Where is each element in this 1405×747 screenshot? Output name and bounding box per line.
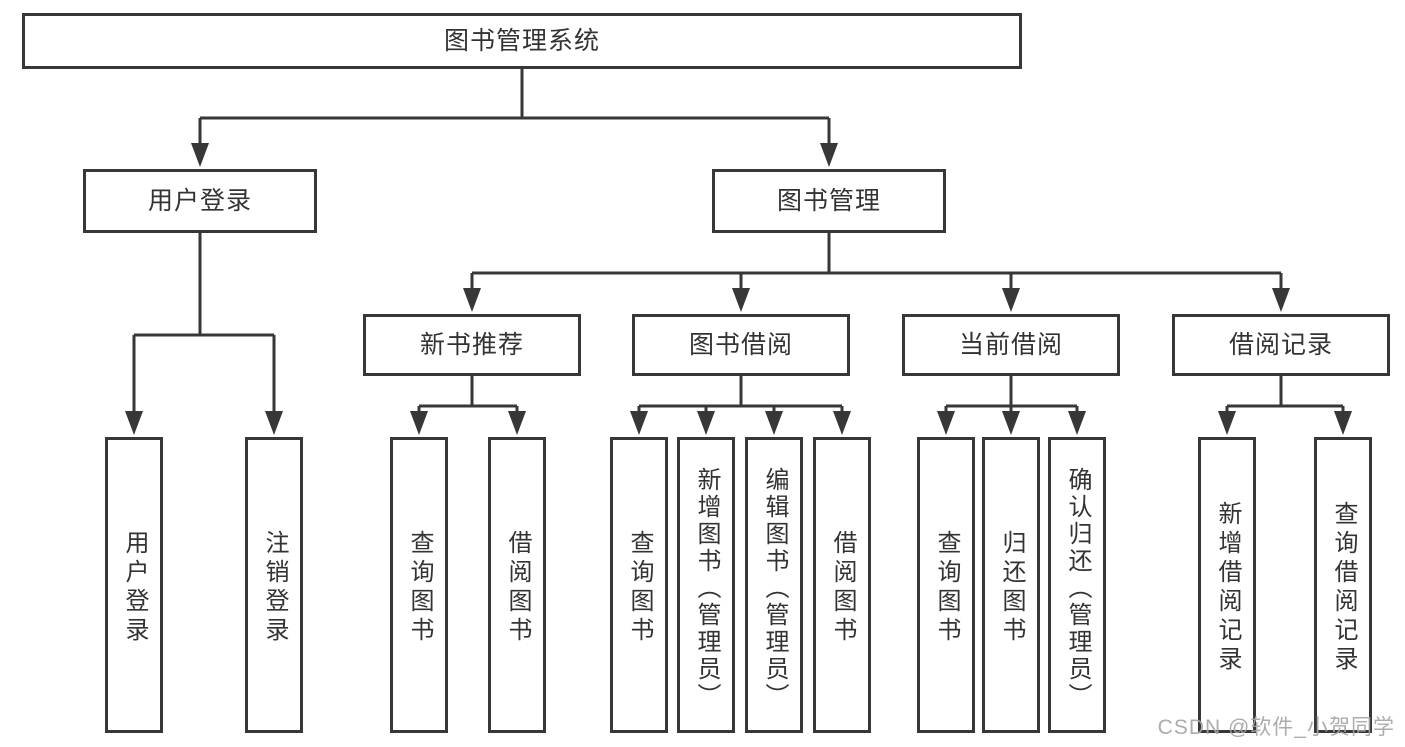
node-new-book-recommend: 新书推荐 [363, 314, 581, 376]
leaf-edit-book-admin: 编辑图书（管理员） [745, 437, 803, 733]
leaf-logout: 注销登录 [245, 437, 303, 733]
csdn-watermark: CSDN @软件_小贺同学 [1157, 716, 1395, 739]
node-book-management: 图书管理 [712, 169, 946, 233]
leaf-recommend-query-book: 查询图书 [390, 437, 448, 733]
node-borrow-record: 借阅记录 [1172, 314, 1390, 376]
node-book-borrow: 图书借阅 [632, 314, 850, 376]
leaf-borrow-query-book: 查询图书 [610, 437, 668, 733]
leaf-add-borrow-record: 新增借阅记录 [1198, 437, 1256, 733]
node-user-login: 用户登录 [83, 169, 317, 233]
node-current-borrow: 当前借阅 [902, 314, 1120, 376]
leaf-borrow-book: 借阅图书 [813, 437, 871, 733]
leaf-recommend-borrow-book: 借阅图书 [488, 437, 546, 733]
leaf-current-query-book: 查询图书 [917, 437, 975, 733]
arrowheads [125, 143, 1352, 435]
leaf-confirm-return-admin: 确认归还（管理员） [1048, 437, 1106, 733]
leaf-add-book-admin: 新增图书（管理员） [677, 437, 735, 733]
leaf-user-login: 用户登录 [105, 437, 163, 733]
leaf-return-book: 归还图书 [982, 437, 1040, 733]
node-root-library-system: 图书管理系统 [22, 13, 1022, 69]
leaf-query-borrow-record: 查询借阅记录 [1314, 437, 1372, 733]
